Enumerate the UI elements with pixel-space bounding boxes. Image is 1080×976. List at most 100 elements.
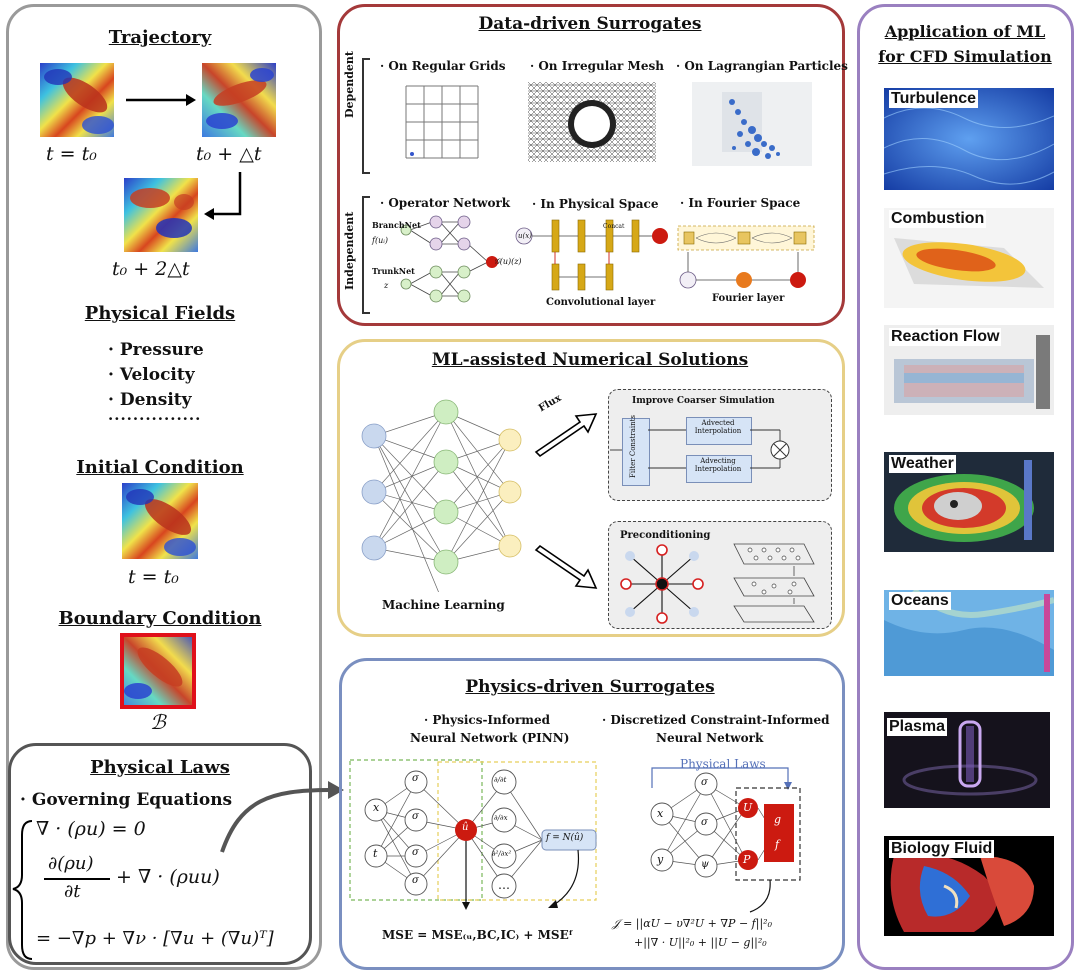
app-turbulence: Turbulence [889, 90, 979, 108]
improve-label: Improve Coarser Simulation [632, 396, 775, 406]
improve-connectors [610, 429, 790, 469]
label-t0-2dt: t₀ + 2△t [112, 258, 190, 280]
physics-driven-title: Physics-driven Surrogates [465, 677, 715, 697]
advecting-label: Advecting Interpolation [694, 457, 742, 473]
physics-driven-panel [339, 658, 845, 970]
pinn-label-line2: Neural Network (PINN) [410, 731, 570, 745]
ml-assisted-panel [337, 339, 845, 637]
field-density: · Density [108, 390, 192, 410]
equation-momentum-rest: + ∇ · (ρuu) [116, 866, 220, 888]
advected-label: Advected Interpolation [694, 419, 742, 435]
dci-label-line2: Neural Network [656, 731, 764, 745]
irregular-mesh-image [528, 82, 656, 162]
operator-output-label: 𝒢(u)(z) [494, 257, 522, 266]
fourier-space-label: · In Fourier Space [680, 196, 801, 210]
lagrangian-particles-image [692, 82, 812, 166]
trajectory-arrows [126, 94, 242, 220]
dependent-bracket [362, 58, 370, 174]
dci-input-y: y [657, 853, 664, 866]
physical-space-label: · In Physical Space [532, 197, 659, 211]
pinn-sigma-3: σ [412, 847, 419, 858]
dci-loss-line1: 𝒥 = ||αU − υ∇²U + ∇P − f||²₀ [612, 917, 772, 930]
applications-panel [857, 4, 1074, 970]
label-t0: t = t₀ [46, 143, 97, 165]
physical-laws-box [8, 743, 312, 965]
initial-label-t0: t = t₀ [128, 566, 179, 588]
app-reaction-flow: Reaction Flow [889, 328, 1002, 346]
data-driven-title: Data-driven Surrogates [478, 14, 702, 34]
applications-title-line1: Application of ML [884, 22, 1046, 41]
independent-label: Independent [343, 211, 356, 290]
advecting-box [686, 455, 752, 483]
dci-sigma-2: σ [701, 817, 708, 828]
machine-learning-label: Machine Learning [382, 598, 505, 612]
lagrangian-label: · On Lagrangian Particles [676, 59, 848, 73]
operator-network-label: · Operator Network [380, 196, 511, 210]
fields-ellipsis: ··············· [108, 410, 202, 428]
app-weather: Weather [889, 455, 956, 473]
trajectory-title: Trajectory [108, 27, 212, 48]
trunk-input-label: z [384, 281, 389, 290]
pinn-input-t: t [373, 847, 378, 860]
branchnet-label: BranchNet [372, 220, 421, 230]
pinn-sigma-1: σ [412, 773, 419, 784]
pinn-d2-dx2: ∂²/∂x² [492, 850, 512, 858]
dci-input-x: x [657, 807, 664, 820]
pinn-diagram [349, 759, 597, 910]
trunknet-label: TrunkNet [372, 266, 415, 276]
initial-condition-title: Initial Condition [76, 457, 244, 478]
operator-network-diagram [400, 215, 498, 303]
preconditioning-stencil [620, 543, 815, 624]
ml-arrows [534, 413, 598, 589]
ml-assisted-title: ML-assisted Numerical Solutions [431, 350, 749, 370]
dci-psi: ψ [701, 859, 709, 870]
dci-U: U [743, 801, 753, 814]
regular-grid-image [405, 85, 479, 159]
app-plasma: Plasma [887, 718, 948, 736]
independent-bracket [362, 196, 370, 314]
physical-space-input-label: u(x) [518, 232, 532, 240]
boundary-condition-title: Boundary Condition [58, 608, 262, 629]
ml-network-diagram [361, 399, 522, 592]
regular-grids-label: · On Regular Grids [380, 59, 506, 73]
convolutional-layer-label: Convolutional layer [546, 297, 656, 308]
field-image-t0 [40, 63, 114, 137]
field-image-t0-2dt [124, 178, 198, 252]
field-velocity: · Velocity [108, 365, 195, 385]
data-driven-panel [337, 4, 845, 326]
app-oceans: Oceans [889, 592, 951, 610]
pinn-u-hat: û [462, 822, 469, 833]
dci-label-line1: · Discretized Constraint-Informed [602, 713, 830, 727]
pinn-input-x: x [373, 801, 380, 814]
initial-condition-image [122, 483, 198, 559]
dependent-label: Dependent [343, 51, 356, 118]
app-biology-fluid: Biology Fluid [889, 840, 995, 858]
pinn-d-dx: ∂/∂x [494, 814, 508, 822]
dci-P: P [743, 853, 751, 866]
filter-constraints-box [622, 418, 650, 486]
left-panel [6, 4, 322, 970]
pinn-ellipsis: … [498, 878, 510, 892]
pinn-sigma-2: σ [412, 811, 419, 822]
dci-f: f [775, 838, 780, 851]
dci-g: g [774, 813, 782, 826]
fourier-space-diagram [677, 225, 815, 289]
dci-diagram [650, 767, 801, 913]
equation-momentum-numerator: ∂(ρu) [48, 853, 94, 874]
physical-space-diagram [515, 219, 668, 291]
governing-equations-label: · Governing Equations [20, 790, 233, 810]
weather-image [884, 452, 1054, 552]
app-combustion: Combustion [889, 210, 987, 228]
applications-title-line2: for CFD Simulation [878, 47, 1052, 66]
pinn-mse: MSE = MSE₍ᵤ,BC,IC₎ + MSEᶠ [382, 928, 574, 942]
equation-momentum-rhs: = −∇p + ∇ν · [∇u + (∇u)ᵀ] [36, 928, 274, 949]
concat-label: Concat [603, 223, 625, 230]
preconditioning-label: Preconditioning [620, 530, 711, 541]
pinn-sigma-4: σ [412, 875, 419, 886]
boundary-symbol: ℬ [150, 710, 166, 734]
dci-sigma-1: σ [701, 777, 708, 788]
physical-laws-title: Physical Laws [90, 757, 230, 778]
fraction-bar [44, 878, 110, 880]
pinn-label-line1: · Physics-Informed [424, 713, 550, 727]
field-pressure: · Pressure [108, 340, 204, 360]
